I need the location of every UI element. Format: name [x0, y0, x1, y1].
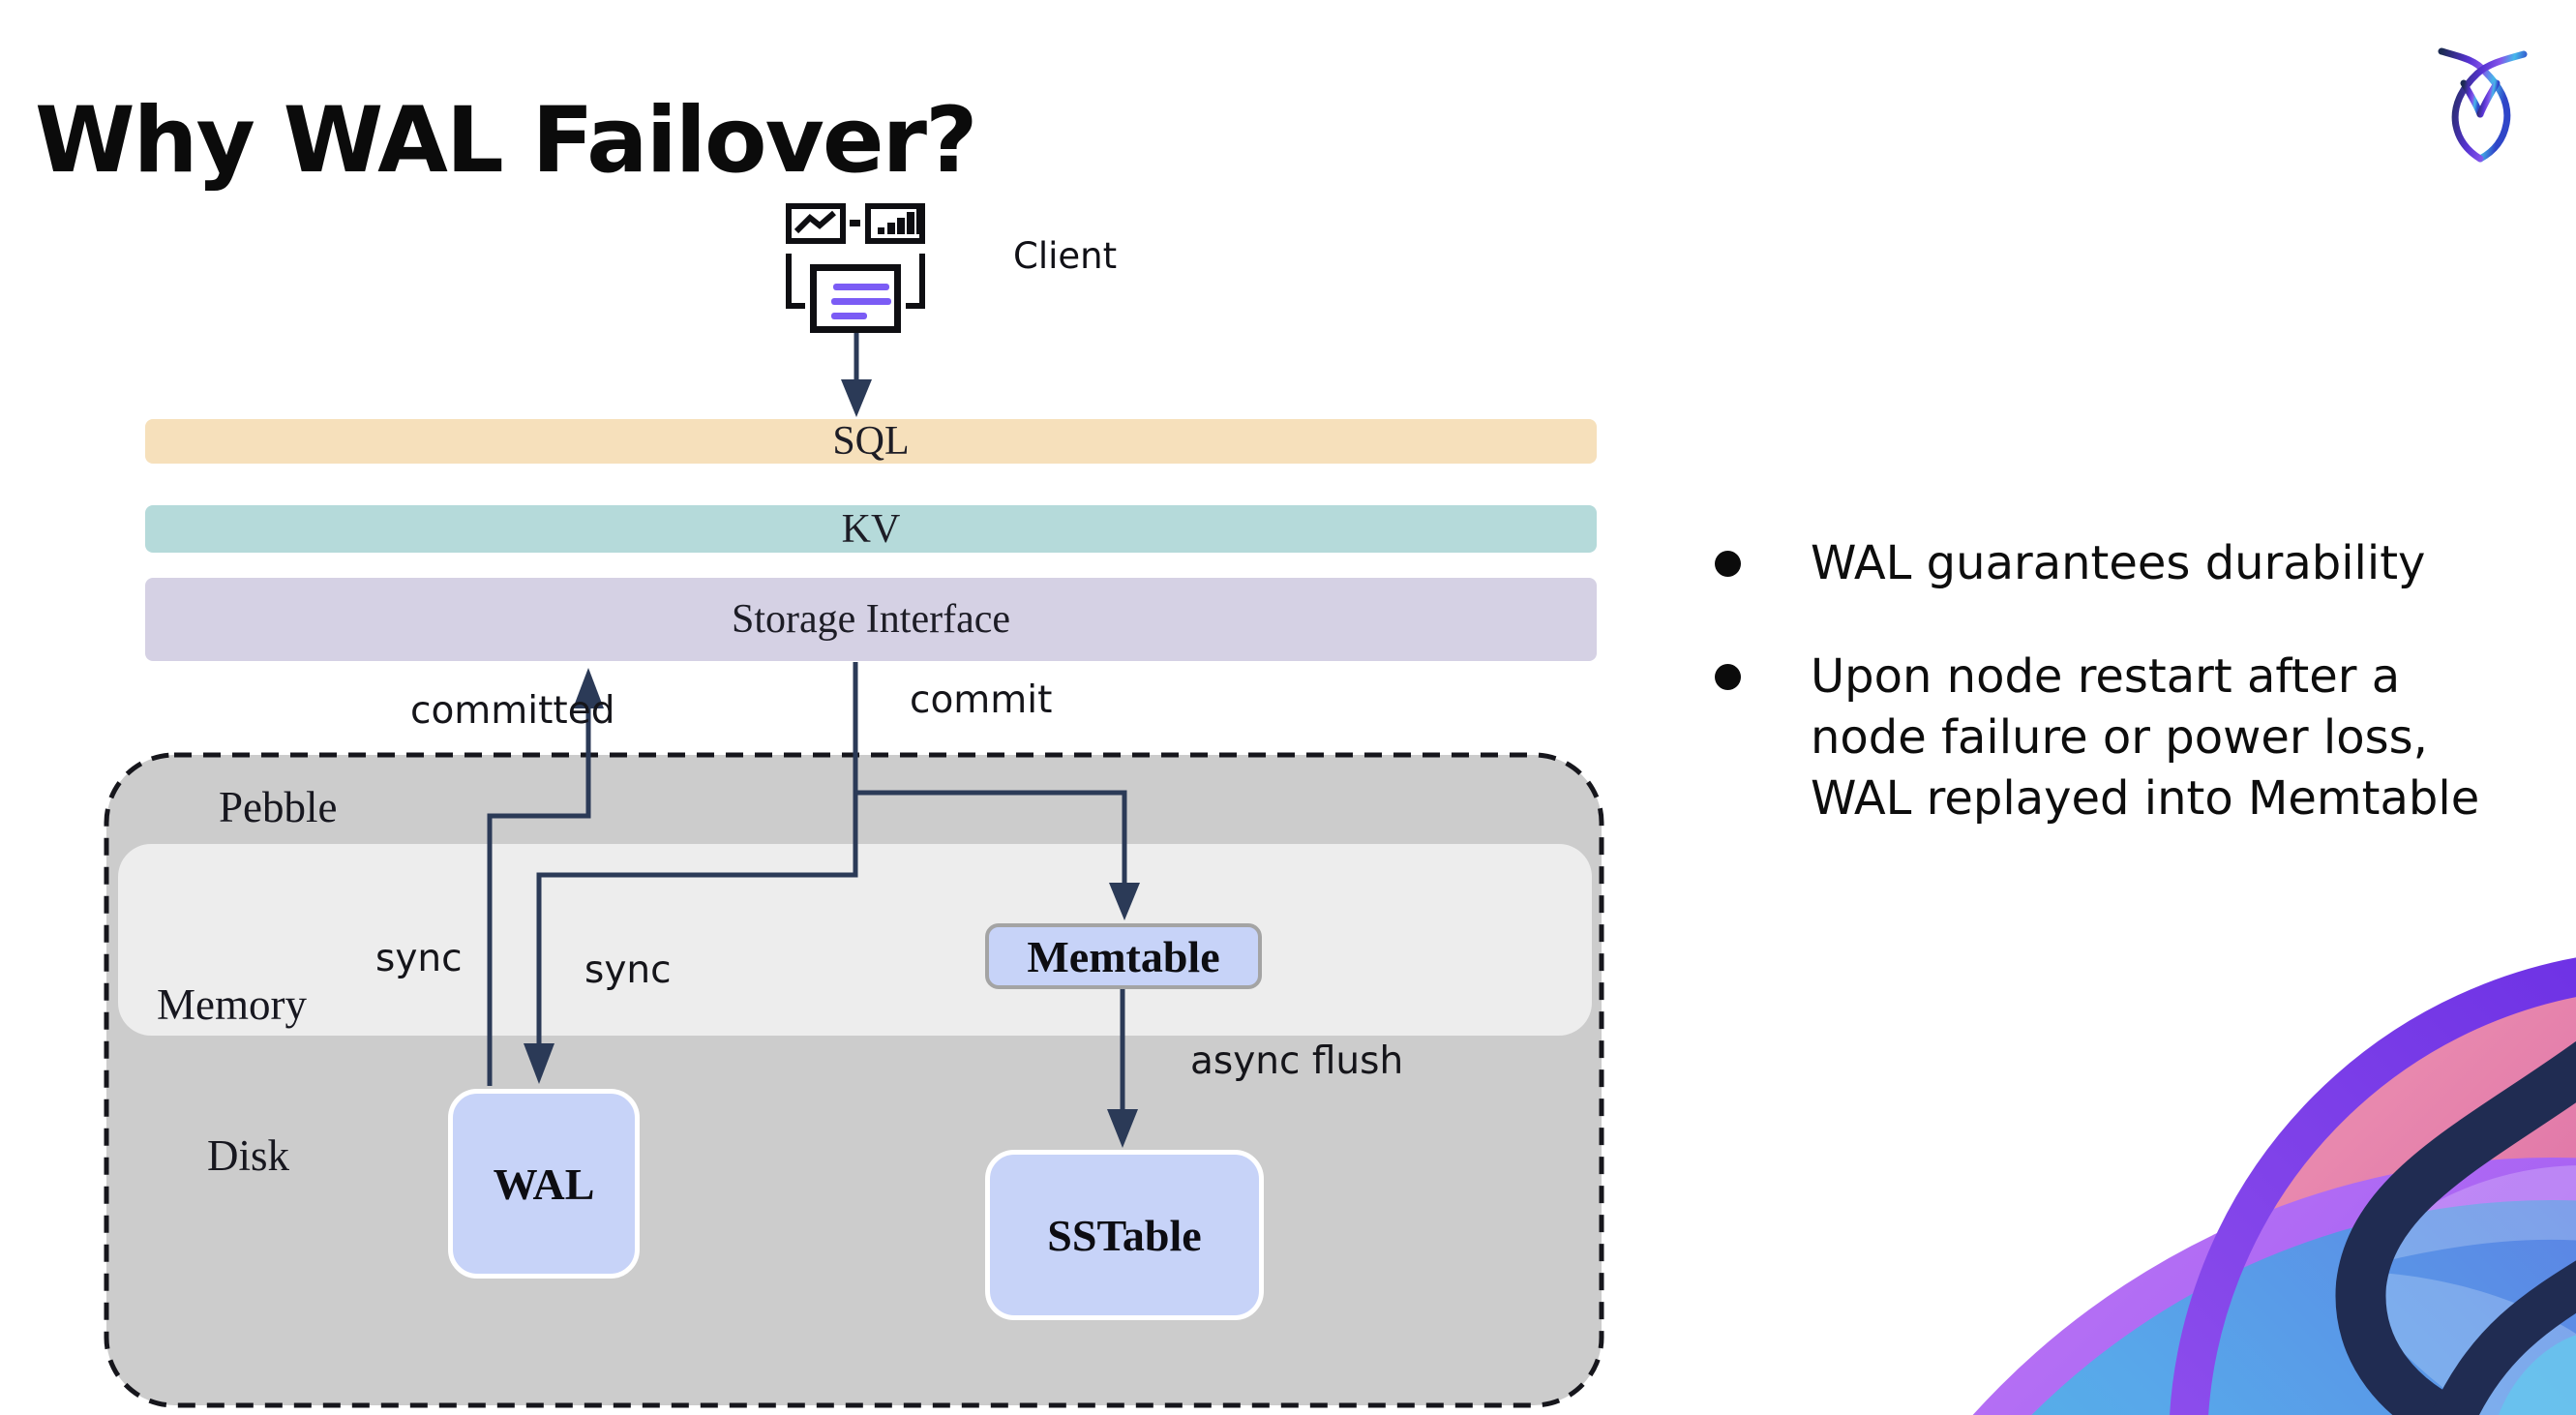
memory-region [118, 844, 1592, 1036]
sync-wal-edge-label: sync [375, 937, 463, 980]
decorative-logo-artwork [1972, 957, 2576, 1415]
layer-storage-label: Storage Interface [732, 597, 1010, 642]
sync-commit-edge-label: sync [584, 948, 672, 992]
wal-node: WAL [448, 1089, 640, 1279]
client-label: Client [1013, 235, 1118, 277]
list-item: Upon node restart after a node failure o… [1715, 647, 2489, 829]
wal-label: WAL [493, 1159, 595, 1209]
pebble-label: Pebble [219, 783, 338, 831]
bullet-list: WAL guarantees durability Upon node rest… [1715, 533, 2489, 829]
bullet-text: Upon node restart after a node failure o… [1811, 649, 2480, 826]
bar-chart-icon [865, 203, 925, 244]
layer-sql: SQL [145, 419, 1597, 464]
bracket-right-icon [906, 254, 925, 309]
layer-kv: KV [145, 505, 1597, 553]
dash-connector [850, 220, 860, 226]
memtable-label: Memtable [1027, 931, 1220, 981]
bracket-left-icon [786, 254, 805, 309]
bullet-icon [1715, 664, 1741, 690]
memtable-node: Memtable [985, 923, 1262, 989]
commit-edge-label: commit [910, 678, 1053, 722]
bullet-text: WAL guarantees durability [1811, 536, 2426, 590]
layer-sql-label: SQL [832, 419, 910, 464]
line-chart-icon [786, 203, 846, 244]
async-flush-edge-label: async flush [1190, 1039, 1404, 1083]
committed-edge-label: committed [410, 689, 615, 733]
document-icon [810, 264, 901, 333]
sstable-label: SSTable [1047, 1210, 1202, 1260]
list-item: WAL guarantees durability [1715, 533, 2489, 594]
layer-kv-label: KV [841, 506, 901, 552]
memory-label: Memory [157, 980, 307, 1029]
disk-label: Disk [207, 1131, 290, 1180]
cockroachdb-logo-icon [2438, 47, 2528, 163]
layer-storage-interface: Storage Interface [145, 578, 1597, 661]
page-title: Why WAL Failover? [35, 87, 978, 194]
bullet-icon [1715, 551, 1741, 577]
sstable-node: SSTable [985, 1150, 1264, 1320]
